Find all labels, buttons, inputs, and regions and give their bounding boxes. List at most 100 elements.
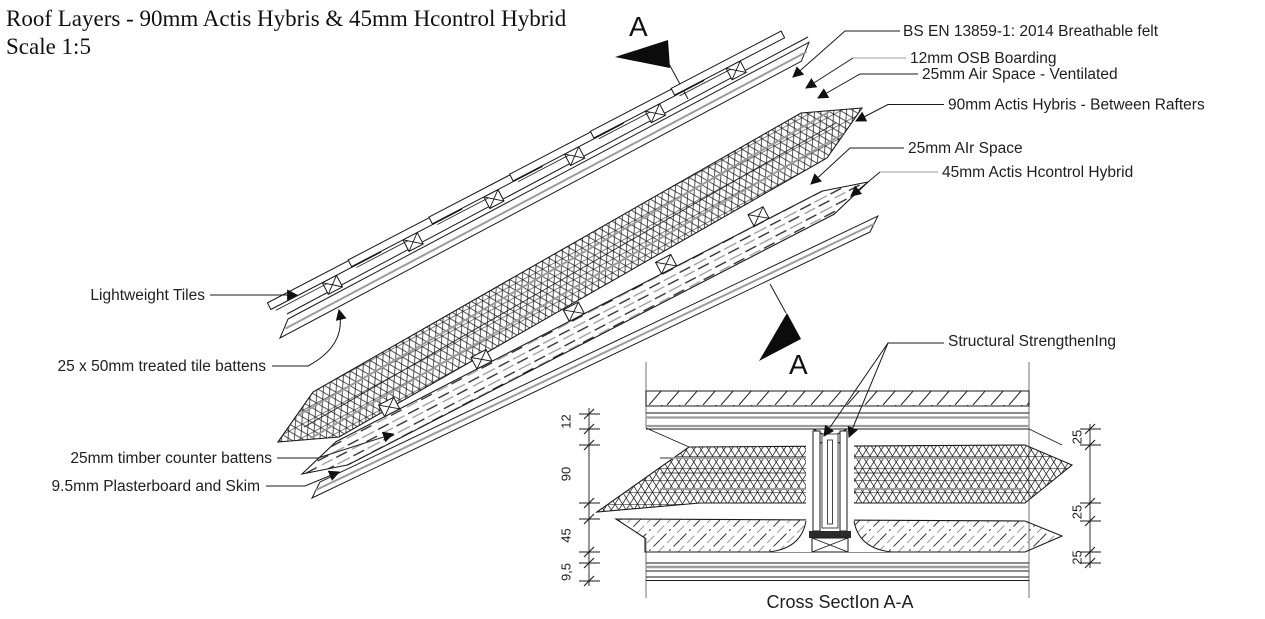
counter-batten-x-icon bbox=[470, 357, 493, 362]
label-air-space: 25mm AIr Space bbox=[908, 140, 1023, 157]
dim-slash bbox=[1084, 439, 1096, 451]
label-plasterboard: 9.5mm Plasterboard and Skim bbox=[52, 478, 260, 495]
counter-batten-x-icon bbox=[378, 404, 400, 410]
section-arrow-bottom-icon bbox=[759, 313, 801, 361]
connector-core bbox=[827, 439, 833, 525]
tile-batten-x-icon bbox=[645, 110, 666, 116]
tile-slat-lip bbox=[598, 111, 651, 140]
tile-slat-lip bbox=[275, 283, 328, 311]
dim-slash bbox=[583, 546, 595, 558]
label-hcontrol: 45mm Actis Hcontrol Hybrid bbox=[942, 164, 1133, 181]
dim-slash bbox=[583, 423, 595, 435]
dim-slash bbox=[583, 513, 595, 525]
breathable-felt-layer bbox=[286, 36, 809, 315]
label-air-ventilated: 25mm Air Space - Ventilated bbox=[922, 66, 1118, 83]
tile-battens bbox=[321, 60, 747, 295]
dim-label-25a: 25 bbox=[1070, 430, 1085, 444]
leader-structural-2 bbox=[847, 342, 889, 439]
tile-slat-lip bbox=[517, 154, 570, 183]
fillet-right-fill bbox=[854, 521, 892, 552]
dim-slash bbox=[583, 439, 595, 451]
tile-slat-lip bbox=[437, 197, 489, 225]
section-marker-top: A bbox=[615, 11, 689, 100]
leader-hcontrol bbox=[850, 171, 881, 197]
leader-counter-battens bbox=[277, 431, 395, 459]
dim-slash bbox=[1084, 515, 1096, 527]
leader-osb bbox=[805, 57, 854, 89]
dim-slash bbox=[583, 557, 595, 569]
osb-board-midline bbox=[285, 50, 808, 330]
tile-slat bbox=[670, 30, 786, 96]
hybris-black-line bbox=[303, 122, 837, 428]
drawing-title: Roof Layers - 90mm Actis Hybris & 45mm H… bbox=[6, 6, 567, 31]
counter-batten-x-icon bbox=[563, 309, 585, 315]
dim-label-45: 45 bbox=[559, 528, 574, 542]
leader-airvent bbox=[817, 73, 918, 99]
dim-label-25c: 25 bbox=[1070, 550, 1085, 564]
hybris-gray-line bbox=[310, 133, 843, 440]
leader-hybris bbox=[855, 104, 944, 122]
cross-section-caption: Cross SectIon A-A bbox=[766, 592, 913, 612]
counter-batten-x-icon bbox=[747, 214, 770, 219]
leader-tile-battens bbox=[272, 308, 347, 367]
dim-label-90: 90 bbox=[559, 467, 574, 481]
leader-airspace bbox=[810, 147, 904, 185]
exploded-view bbox=[266, 30, 879, 500]
tile-batten-x-icon bbox=[402, 239, 424, 245]
fillet-left-curve bbox=[767, 520, 807, 553]
dim-label-9-5: 9,5 bbox=[559, 563, 574, 581]
connector-plate-right bbox=[839, 430, 848, 532]
section-airgap1-left-edge bbox=[645, 427, 690, 448]
dim-slash bbox=[1084, 546, 1096, 558]
label-structural-strengthening: Structural StrengthenIng bbox=[948, 333, 1116, 350]
connector-plate-left bbox=[812, 430, 821, 532]
dim-slash bbox=[1084, 497, 1096, 509]
drawing-scale: Scale 1:5 bbox=[6, 34, 91, 59]
tile-batten-x-icon bbox=[322, 282, 343, 288]
tile-batten-x-icon bbox=[483, 196, 505, 202]
section-marker-bottom: A bbox=[759, 283, 808, 380]
dim-label-25b: 25 bbox=[1070, 505, 1085, 519]
dim-slash bbox=[583, 497, 595, 509]
section-letter-bottom: A bbox=[789, 349, 808, 380]
cross-section: Structural StrengthenIng 12 90 45 9,5 25… bbox=[559, 333, 1117, 612]
dimensions-left bbox=[579, 408, 600, 587]
dim-slash bbox=[1084, 423, 1096, 435]
fillet-right-curve bbox=[853, 520, 893, 553]
leader-structural-1 bbox=[823, 342, 944, 437]
right-leaders bbox=[792, 30, 944, 197]
dim-slash bbox=[583, 408, 595, 420]
section-airgap1-right-edge bbox=[1028, 428, 1063, 446]
dim-slash bbox=[1084, 557, 1096, 569]
dim-slash bbox=[583, 575, 595, 587]
lightweight-tiles bbox=[266, 30, 786, 311]
counter-battens bbox=[377, 206, 770, 418]
dimensions-right bbox=[1080, 423, 1101, 569]
section-letter-top: A bbox=[629, 11, 648, 42]
fillet-left-fill bbox=[768, 521, 806, 552]
structural-strengthening-connector bbox=[809, 428, 851, 553]
tile-slat-lip bbox=[679, 68, 732, 97]
section-tile-band bbox=[645, 390, 1030, 407]
leader-plasterboard bbox=[266, 470, 341, 487]
dim-label-12: 12 bbox=[559, 414, 574, 428]
tile-batten-x-icon bbox=[725, 67, 747, 73]
counter-batten-x-icon bbox=[655, 261, 677, 267]
label-hybris: 90mm Actis Hybris - Between Rafters bbox=[948, 97, 1205, 114]
section-line-bottom bbox=[769, 283, 787, 314]
label-breathable-felt: BS EN 13859-1: 2014 Breathable felt bbox=[903, 23, 1159, 40]
label-lightweight-tiles: Lightweight Tiles bbox=[90, 287, 205, 304]
connector-batten-x bbox=[811, 537, 849, 553]
left-leaders bbox=[210, 289, 395, 487]
hybris-gray-line bbox=[297, 110, 830, 417]
label-osb: 12mm OSB Boarding bbox=[910, 50, 1056, 67]
tile-batten-x-icon bbox=[564, 153, 585, 159]
plasterboard-midline bbox=[315, 223, 875, 491]
hybris-insulation-layer bbox=[276, 107, 864, 443]
label-counter-battens: 25mm timber counter battens bbox=[70, 450, 272, 467]
label-tile-battens: 25 x 50mm treated tile battens bbox=[57, 358, 266, 375]
connector-base-bar bbox=[809, 531, 851, 538]
section-arrow-top-icon bbox=[615, 40, 670, 68]
